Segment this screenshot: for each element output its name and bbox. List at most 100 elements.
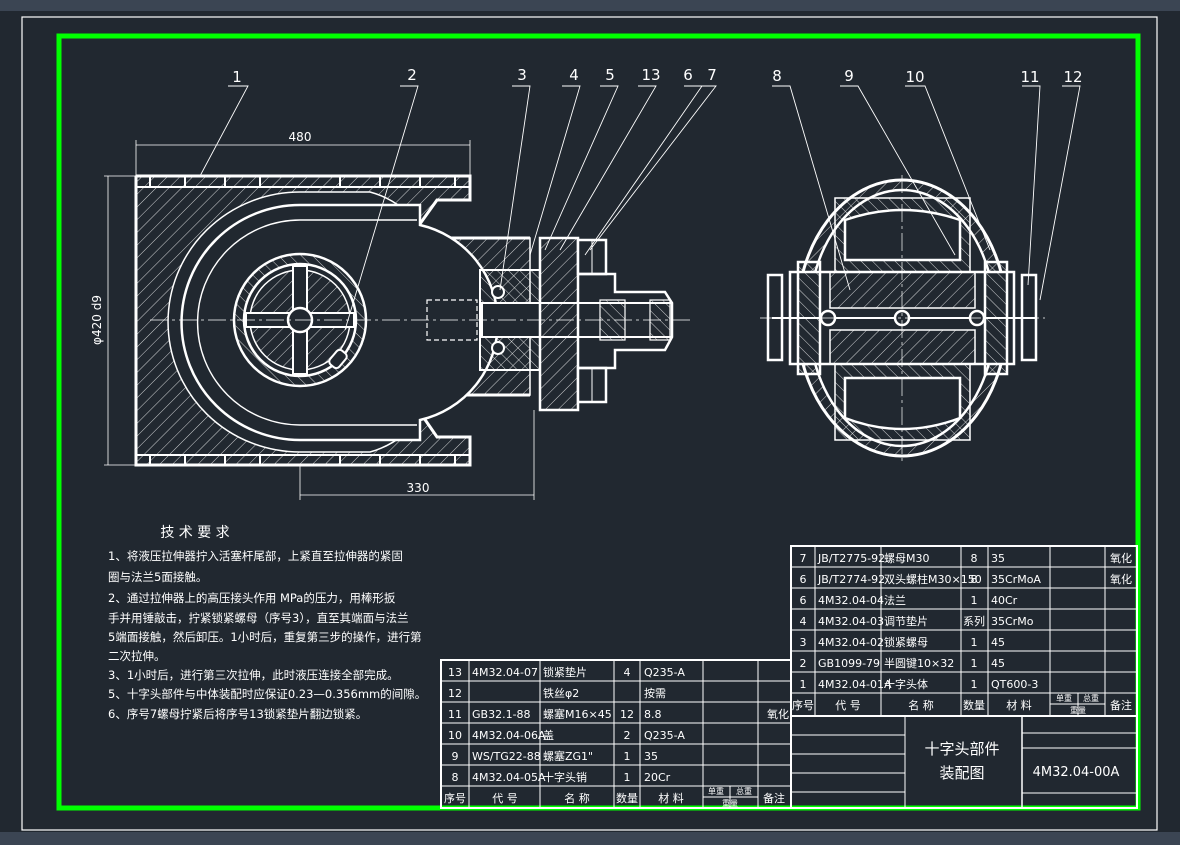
bom-right-cell: 35CrMoA [991,573,1041,586]
bom-left-cell: 4M32.04-06A [472,729,546,742]
bom-left-cell: 4 [624,666,631,679]
tech-title: 技 术 要 求 [160,525,229,541]
bom-right-header: 代 号 [835,699,861,712]
bom-left-header: 名 称 [564,791,590,805]
bom-left-cell: 10 [448,729,462,742]
bom-right-cell: 法兰 [884,593,906,607]
bom-right-cell: 系列 [963,614,985,628]
balloon-3: 3 [517,66,527,84]
bom-right-cell: 45 [991,636,1005,649]
front-view [134,174,690,467]
balloon-4: 4 [569,66,579,84]
bom-right-cell: 调节垫片 [884,614,928,628]
balloon-8: 8 [772,67,782,85]
dimensions [104,140,535,500]
bom-left-cell: 铁丝φ2 [543,687,579,700]
bom-right-cell: QT600-3 [991,678,1038,691]
bom-right-header: 序号 [792,698,814,712]
bom-right-cell: 8 [971,573,978,586]
bom-right-header: 材 料 [1006,698,1032,712]
balloon-6: 6 [683,66,693,84]
bom-left-header: 材 料 [658,791,684,805]
bom-left-cell: GB32.1-88 [472,708,531,721]
bom-right-cell: 45 [991,657,1005,670]
title-block [790,715,1138,809]
bom-left-header: 序号 [444,791,466,805]
bom-right-cell: 氧化 [1110,551,1132,565]
tech-line-5: 二次拉伸。 [108,649,166,663]
bom-left-cell: 8 [452,771,459,784]
bom-right-cell: JB/T2774-92 [817,573,885,586]
bom-right-cell: GB1099-79 [818,657,880,670]
bom-left-table [440,659,792,809]
bom-left-header: 单重 [708,786,724,796]
bom-left-cell: Q235-A [644,666,685,679]
bom-right-header: 单重 [1056,693,1072,703]
bom-left-header: 代 号 [492,792,518,805]
technical-requirements: 技 术 要 求 1、将液压拉伸器拧入活塞杆尾部，上紧直至拉伸器的紧固 圈与法兰5… [108,525,426,721]
title-name-line2: 装配图 [939,764,984,782]
tech-line-4: 5端面接触，然后卸压。1小时后，重复第三步的操作，进行第 [108,630,422,644]
outer-border [21,16,1158,831]
bom-left-cell: 十字头销 [543,770,587,784]
bom-left-header: 总重 [736,786,752,796]
bom-right-cell: 氧化 [1110,572,1132,586]
bom-right-header: 总重 [1083,693,1099,703]
bom-right-cell: 1 [971,636,978,649]
bom-left-cell: 13 [448,666,462,679]
bom-right-cell: 3 [800,636,807,649]
bom-left-cell: 12 [448,687,462,700]
balloon-11: 11 [1020,68,1039,86]
bom-right-cell: 6 [800,573,807,586]
bom-left-cell: 9 [452,750,459,763]
balloon-12: 12 [1063,68,1082,86]
bom-right-cell: 4M32.04-02 [818,636,884,649]
side-view [760,175,1045,465]
balloon-10: 10 [905,68,924,86]
bom-left-cell: 盖 [543,728,554,742]
tech-line-6: 3、1小时后，进行第三次拉伸，此时液压连接全部完成。 [108,668,399,682]
top-toolbar-strip [0,0,1180,11]
tech-line-0: 1、将液压拉伸器拧入活塞杆尾部，上紧直至拉伸器的紧固 [108,549,403,563]
tech-line-2: 2、通过拉伸器上的高压接头作用 MPa的压力，用棒形扳 [108,591,396,605]
bom-right-cell: 35CrMo [991,615,1034,628]
bom-left-header: 备注 [763,791,785,805]
bom-left-cell: 12 [620,708,634,721]
bom-left-cell: 按需 [644,686,666,700]
bom-right-cell: 4 [800,615,807,628]
bom-left-cell: 螺塞M16×45 [543,707,612,721]
bom-left-cell: 1 [624,750,631,763]
bom-right-cell: 双头螺柱M30×150 [884,572,982,586]
balloon-2: 2 [407,66,417,84]
bom-left-cell: 8.8 [644,708,662,721]
bom-right-table [790,545,1138,717]
bom-right-cell: JB/T2775-92 [817,552,885,565]
tech-line-8: 6、序号7螺母拧紧后将序号13锁紧垫片翻边锁紧。 [108,707,367,721]
bom-right-cell: 1 [971,594,978,607]
tech-line-7: 5、十字头部件与中体装配时应保证0.23—0.356mm的间隙。 [108,687,426,701]
bom-right-header: 名 称 [908,698,934,712]
bom-left-cell: 2 [624,729,631,742]
balloon-9: 9 [844,67,854,85]
status-bar-strip [0,832,1180,845]
bom-right-cell: 十字头体 [884,677,928,691]
bom-right-cell: 锁紧螺母 [884,635,928,649]
bom-left-cell: Q235-A [644,729,685,742]
dim-480: 480 [289,130,312,144]
bom-left-header: 数量 [616,792,638,805]
bom-left-cell: WS/TG22-88 [472,750,541,763]
balloon-5: 5 [605,66,615,84]
bom-left-cell: 20Cr [644,771,671,784]
dim-diameter: φ420 d9 [90,295,104,345]
bom-right-cell: 6 [800,594,807,607]
bom-left-cell: 4M32.04-07 [472,666,538,679]
bom-left-weight-label: 重量 [722,798,738,808]
bom-right-cell: 2 [800,657,807,670]
bom-left-cell: 11 [448,708,462,721]
bom-right-cell: 半圆键10×32 [884,656,954,670]
balloon-labels: 1 2 3 4 5 13 6 7 8 9 10 11 12 [232,66,1082,86]
bom-right-cell: 4M32.04-04 [818,594,884,607]
dim-330: 330 [407,481,430,495]
